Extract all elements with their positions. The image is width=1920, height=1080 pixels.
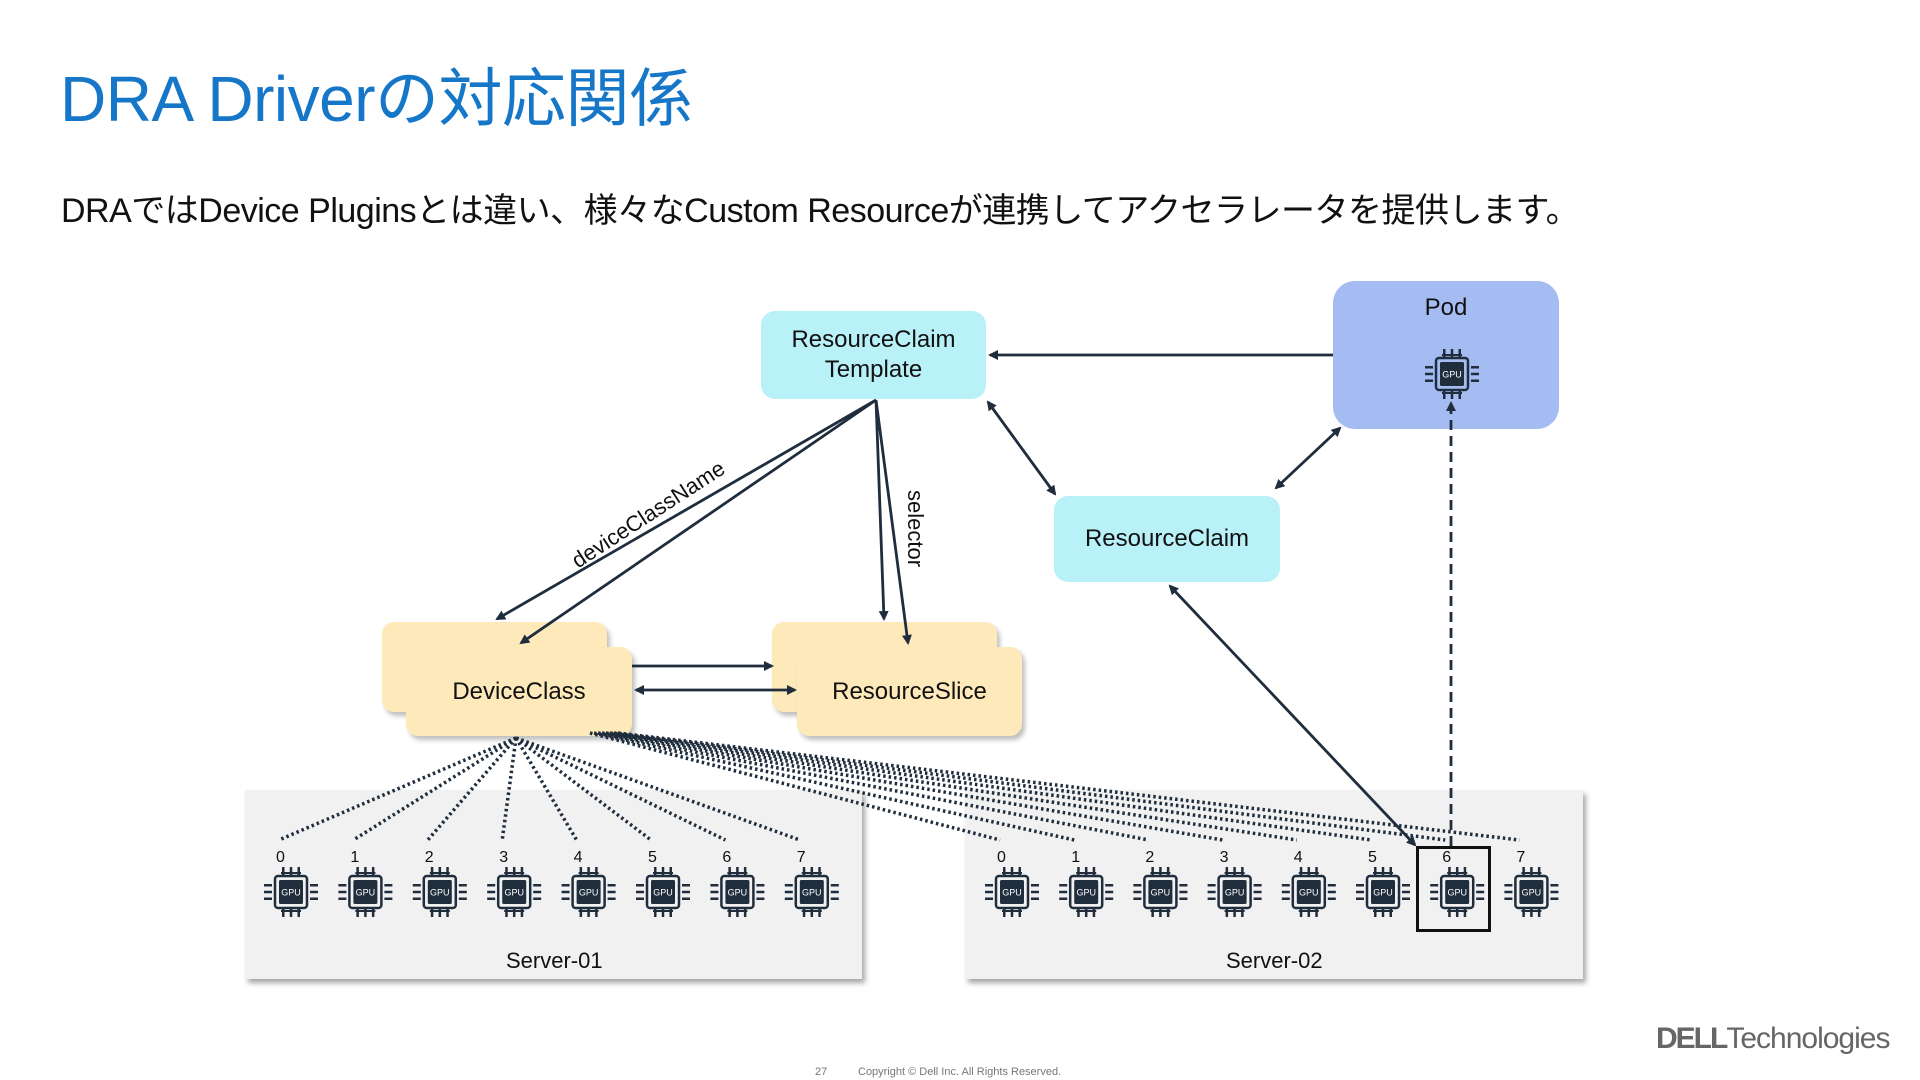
gpu-index-label: 6 bbox=[1442, 849, 1452, 866]
gpu-icon bbox=[709, 865, 766, 919]
gpu-index-label: 1 bbox=[350, 849, 360, 866]
gpu-icon bbox=[634, 865, 692, 919]
gpu-index-label: 3 bbox=[499, 849, 509, 866]
gpu-icon bbox=[1206, 865, 1263, 919]
gpu-index-label: 5 bbox=[648, 849, 657, 866]
edge-rct-rc bbox=[986, 400, 1057, 496]
gpu-icon bbox=[337, 865, 394, 919]
gpu-icon bbox=[1132, 865, 1189, 919]
gpu-icon bbox=[411, 865, 469, 919]
gpu-icon bbox=[1428, 865, 1486, 919]
gpu-icon bbox=[1280, 865, 1338, 919]
gpu-index-label: 2 bbox=[1145, 849, 1155, 866]
copyright: Copyright © Dell Inc. All Rights Reserve… bbox=[858, 1066, 1062, 1078]
device-link-dotted bbox=[514, 736, 653, 842]
device-link-dotted bbox=[601, 731, 1223, 842]
gpu-icon bbox=[1503, 865, 1560, 919]
edge-rc-gpu6 bbox=[1168, 584, 1417, 847]
pod-gpu-icon bbox=[1423, 347, 1481, 401]
device-link-dotted bbox=[278, 736, 517, 842]
gpu-index-label: 0 bbox=[276, 849, 285, 866]
device-link-dotted bbox=[589, 731, 1001, 842]
resource-claim-label: ResourceClaim bbox=[1084, 525, 1250, 552]
device-class-node[interactable]: DeviceClass bbox=[406, 647, 632, 736]
gpu-index-label: 7 bbox=[796, 849, 806, 866]
gpu-icon bbox=[262, 865, 320, 919]
resource-slice-node[interactable]: ResourceSlice bbox=[797, 647, 1022, 736]
resource-claim-node[interactable]: ResourceClaim bbox=[1054, 496, 1280, 582]
gpu-index-label: 6 bbox=[722, 849, 732, 866]
edge-rc-pod bbox=[1274, 426, 1342, 490]
gpu-icon bbox=[560, 865, 617, 919]
edge-rct-dc-front bbox=[519, 398, 877, 645]
gpu-index-label: 3 bbox=[1219, 849, 1229, 866]
gpu-icon bbox=[1057, 865, 1115, 919]
edge-rct-dc-back bbox=[495, 398, 877, 621]
gpu-index-label: 4 bbox=[573, 849, 583, 866]
resource-claim-template-node[interactable]: ResourceClaim Template bbox=[761, 311, 986, 399]
device-link-dotted bbox=[593, 731, 1075, 842]
gpu-index-label: 5 bbox=[1368, 849, 1377, 866]
device-link-dotted bbox=[613, 731, 1446, 842]
gpu-index-label: 1 bbox=[1071, 849, 1081, 866]
page-number: 27 bbox=[815, 1066, 828, 1078]
gpu-index-label: 4 bbox=[1293, 849, 1303, 866]
edge-rct-rs-front bbox=[874, 399, 912, 645]
resource-claim-template-label-line1: ResourceClaim bbox=[791, 326, 956, 353]
device-link-dotted bbox=[515, 736, 801, 842]
page-title: DRA Driverの対応関係 bbox=[60, 63, 693, 135]
gpu-index-label: 0 bbox=[997, 849, 1006, 866]
resource-slice-label: ResourceSlice bbox=[832, 677, 987, 705]
server-label-01: Server-01 bbox=[506, 948, 603, 973]
gpu-index-label: 2 bbox=[424, 849, 434, 866]
gpu-icon bbox=[1354, 865, 1412, 919]
dell-technologies-logo: DELLTechnologies bbox=[1656, 1022, 1890, 1056]
logo-suffix: Technologies bbox=[1726, 1022, 1890, 1055]
device-link-dotted bbox=[515, 736, 727, 842]
pod-label: Pod bbox=[1424, 294, 1468, 321]
gpu-icon bbox=[983, 865, 1041, 919]
device-class-label: DeviceClass bbox=[452, 677, 586, 705]
gpu-icon bbox=[485, 865, 543, 919]
device-link-dotted bbox=[605, 731, 1298, 842]
server-label-02: Server-02 bbox=[1226, 948, 1323, 973]
edge-rct-rs-back bbox=[874, 399, 889, 621]
device-link-dotted bbox=[609, 731, 1372, 842]
logo-brand: DELL bbox=[1656, 1022, 1728, 1055]
device-link-dotted bbox=[352, 736, 517, 842]
gpu-index-label: 7 bbox=[1516, 849, 1526, 866]
gpu-icon bbox=[783, 865, 841, 919]
device-link-dotted bbox=[500, 737, 518, 841]
resource-claim-template-label-line2: Template bbox=[824, 356, 923, 383]
allocated-gpu-highlight bbox=[1416, 846, 1491, 932]
device-link-dotted bbox=[426, 736, 518, 842]
page-subtitle: DRAではDevice Pluginsとは違い、様々なCustom Resour… bbox=[61, 192, 1580, 230]
